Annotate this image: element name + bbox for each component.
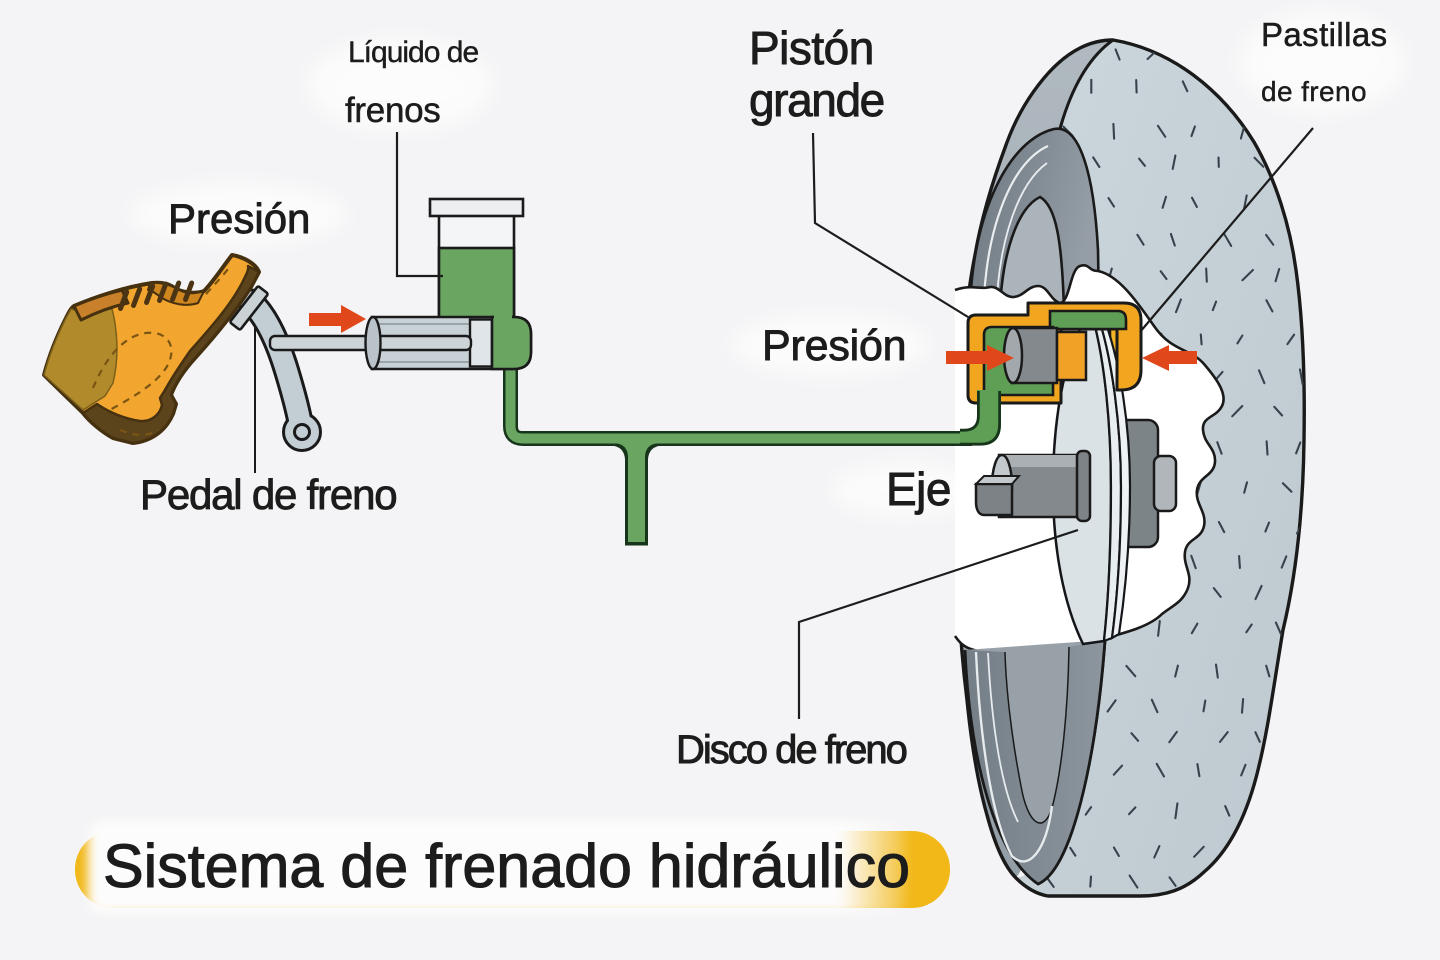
svg-text:Disco de freno: Disco de freno [676, 728, 907, 772]
svg-text:Presión: Presión [168, 195, 310, 242]
svg-text:Pastillas: Pastillas [1261, 16, 1387, 53]
svg-text:Eje: Eje [886, 463, 951, 515]
svg-text:Sistema de frenado hidráulico: Sistema de frenado hidráulico [103, 832, 910, 900]
svg-text:frenos: frenos [345, 91, 440, 130]
svg-text:grande: grande [749, 74, 884, 126]
svg-text:Pistón: Pistón [749, 22, 874, 74]
svg-text:Pedal de freno: Pedal de freno [140, 471, 396, 518]
svg-text:Líquido de: Líquido de [348, 36, 478, 69]
svg-text:de freno: de freno [1261, 76, 1367, 107]
svg-text:Presión: Presión [762, 322, 906, 370]
